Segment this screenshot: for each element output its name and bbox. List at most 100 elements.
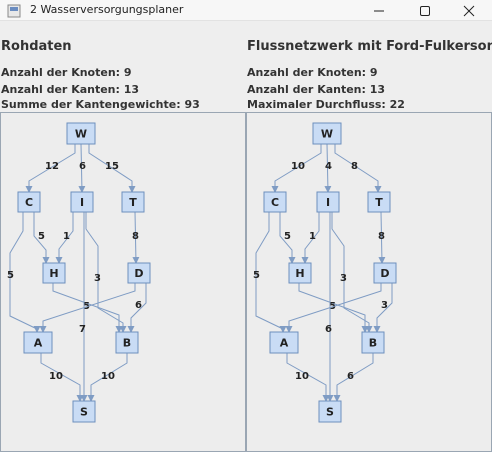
left-panel-title: Rohdaten bbox=[1, 39, 72, 54]
left-node-label-w: W bbox=[75, 128, 87, 141]
left-stat-edges: Anzahl der Kanten: 13 bbox=[1, 83, 140, 96]
left-edge-label-c-h: 5 bbox=[38, 231, 45, 242]
close-button[interactable] bbox=[446, 0, 492, 20]
right-edge-c-a bbox=[255, 212, 287, 333]
right-edge-label-c-h: 5 bbox=[284, 231, 291, 242]
left-edge-label-c-a: 5 bbox=[7, 270, 14, 281]
left-edge-label-a-s: 10 bbox=[49, 371, 63, 382]
left-edge-w-c bbox=[25, 144, 76, 193]
left-node-a: A bbox=[23, 331, 53, 354]
left-node-label-d: D bbox=[134, 267, 143, 280]
right-node-d: D bbox=[373, 262, 397, 284]
maximize-button[interactable] bbox=[402, 0, 448, 20]
left-edge-w-i bbox=[78, 143, 86, 193]
right-edge-label-i-s: 6 bbox=[325, 324, 332, 335]
right-edge-label-w-i: 4 bbox=[325, 161, 332, 172]
right-node-label-h: H bbox=[295, 267, 304, 280]
left-node-d: D bbox=[127, 262, 151, 284]
left-edge-t-d bbox=[132, 211, 140, 264]
left-node-h: H bbox=[42, 262, 66, 284]
left-node-w: W bbox=[66, 122, 96, 145]
right-edge-h-b bbox=[298, 283, 369, 333]
left-edge-c-a bbox=[9, 212, 41, 333]
right-node-b: B bbox=[361, 331, 385, 354]
left-node-label-a: A bbox=[34, 337, 43, 350]
right-edge-w-t bbox=[334, 144, 382, 193]
right-edge-d-a bbox=[285, 283, 382, 333]
right-edge-b-s bbox=[333, 353, 374, 402]
maximize-icon bbox=[420, 6, 430, 16]
left-stat-weight-sum: Summe der Kantengewichte: 93 bbox=[1, 98, 200, 111]
right-stat-edges: Anzahl der Kanten: 13 bbox=[247, 83, 386, 96]
right-edge-w-c bbox=[271, 144, 322, 193]
right-edge-i-h bbox=[301, 212, 320, 264]
window-title: 2 Wasserversorgungsplaner bbox=[30, 3, 184, 16]
minimize-button[interactable] bbox=[356, 0, 402, 20]
left-stat-nodes: Anzahl der Knoten: 9 bbox=[1, 66, 132, 79]
left-node-b: B bbox=[115, 331, 139, 354]
minimize-icon bbox=[374, 10, 384, 12]
app-icon bbox=[7, 3, 21, 22]
left-edge-label-d-b: 6 bbox=[135, 300, 142, 311]
right-edge-a-s bbox=[286, 353, 330, 402]
right-edge-label-a-s: 10 bbox=[295, 371, 309, 382]
right-panel-title: Flussnetzwerk mit Ford-Fulkerson bbox=[247, 39, 492, 54]
left-edge-label-t-d: 8 bbox=[132, 231, 139, 242]
right-edge-label-i-b: 3 bbox=[340, 273, 347, 284]
left-node-t: T bbox=[121, 191, 145, 213]
left-edge-label-b-s: 10 bbox=[101, 371, 115, 382]
right-stat-nodes: Anzahl der Knoten: 9 bbox=[247, 66, 378, 79]
left-node-i: I bbox=[70, 191, 94, 213]
left-edge-label-w-c: 12 bbox=[45, 161, 59, 172]
left-node-c: C bbox=[17, 191, 41, 213]
right-node-label-b: B bbox=[369, 337, 377, 350]
right-node-label-c: C bbox=[271, 196, 279, 209]
right-edge-label-t-d: 8 bbox=[378, 231, 385, 242]
left-edge-i-b bbox=[85, 212, 127, 333]
left-edge-h-b bbox=[52, 283, 123, 333]
left-node-label-t: T bbox=[129, 196, 137, 209]
left-edge-i-h bbox=[55, 212, 74, 264]
right-node-i: I bbox=[316, 191, 340, 213]
left-node-s: S bbox=[72, 400, 96, 423]
left-edge-a-s bbox=[40, 353, 84, 402]
right-edge-label-i-h: 1 bbox=[309, 231, 316, 242]
right-edge-label-w-c: 10 bbox=[291, 161, 305, 172]
left-node-label-i: I bbox=[80, 196, 84, 209]
right-edge-t-d bbox=[378, 211, 386, 264]
left-edge-label-i-s: 7 bbox=[79, 324, 86, 335]
right-node-w: W bbox=[312, 122, 342, 145]
right-node-label-s: S bbox=[326, 406, 334, 419]
right-node-h: H bbox=[288, 262, 312, 284]
left-node-label-c: C bbox=[25, 196, 33, 209]
left-edge-label-w-i: 6 bbox=[79, 161, 86, 172]
right-node-label-d: D bbox=[380, 267, 389, 280]
left-edge-d-b bbox=[127, 283, 147, 333]
right-node-label-a: A bbox=[280, 337, 289, 350]
right-node-a: A bbox=[269, 331, 299, 354]
left-edge-c-h bbox=[33, 212, 50, 264]
right-node-label-w: W bbox=[321, 128, 333, 141]
right-node-label-i: I bbox=[326, 196, 330, 209]
title-bar: 2 Wasserversorgungsplaner bbox=[0, 0, 492, 21]
close-icon bbox=[463, 5, 475, 17]
left-edge-w-t bbox=[88, 144, 136, 193]
left-edge-label-w-t: 15 bbox=[105, 161, 119, 172]
right-edge-label-d-b: 3 bbox=[381, 300, 388, 311]
right-edge-d-b bbox=[373, 283, 393, 333]
right-edge-label-b-s: 6 bbox=[347, 371, 354, 382]
left-node-label-h: H bbox=[49, 267, 58, 280]
right-edge-c-h bbox=[279, 212, 296, 264]
left-node-label-s: S bbox=[80, 406, 88, 419]
left-edge-label-i-h: 1 bbox=[63, 231, 70, 242]
left-edge-label-i-b: 3 bbox=[94, 273, 101, 284]
right-edge-label-w-t: 8 bbox=[351, 161, 358, 172]
right-node-label-t: T bbox=[375, 196, 383, 209]
right-node-t: T bbox=[367, 191, 391, 213]
right-node-c: C bbox=[263, 191, 287, 213]
right-edge-i-b bbox=[331, 212, 373, 333]
